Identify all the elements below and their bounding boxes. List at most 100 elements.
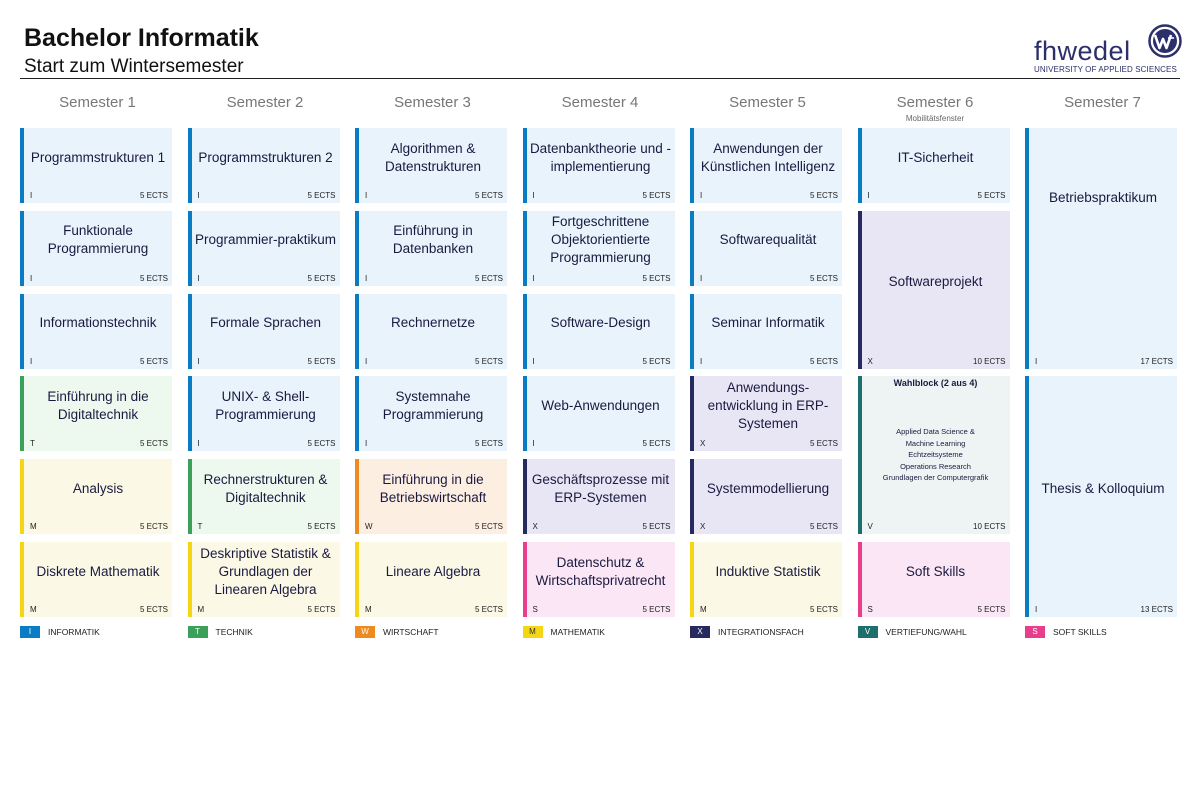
module-name: Informationstechnik [39, 315, 157, 331]
module-card: Wahlblock (2 aus 4) Applied Data Science … [857, 376, 1010, 535]
module-name: Softwareprojekt [888, 273, 983, 289]
module-category-code: I [532, 273, 535, 283]
module-ects: 5 ECTS [474, 605, 503, 614]
module-name: Rechnernetze [390, 315, 476, 331]
module-category-code: T [30, 439, 35, 449]
elective-item: Echtzeitsysteme [908, 450, 963, 460]
module-ects: 5 ECTS [307, 273, 336, 283]
legend-swatch: W [355, 626, 375, 638]
page-title: Bachelor Informatik [24, 24, 259, 52]
module-category-code: M [30, 522, 37, 532]
module-name: Rechnerstrukturen & Digitaltechnik [203, 471, 328, 505]
module-ects: 5 ECTS [809, 273, 838, 283]
module-category-code: I [867, 191, 870, 200]
module-ects: 5 ECTS [474, 356, 503, 366]
module-name: Systemmodellierung [706, 480, 830, 496]
elective-block-title: Wahlblock (2 aus 4) [893, 378, 978, 389]
module-category-code: X [700, 439, 706, 449]
module-name: Funktionale Programmierung [47, 223, 149, 257]
module-name: Geschäftsprozesse mit ERP-Systemen [531, 471, 670, 505]
semester-header: Semester 2 [226, 94, 304, 111]
module-name: Anwendungs-entwicklung in ERP-Systemen [707, 379, 829, 431]
module-category-code: X [700, 522, 706, 532]
semester-header: Semester 6 [896, 94, 974, 111]
header-divider [20, 78, 1180, 79]
module-category-code: X [867, 356, 873, 366]
module-ects: 5 ECTS [809, 439, 838, 449]
module-category-code: S [867, 605, 873, 614]
module-category-code: I [30, 356, 33, 366]
legend-label: INTEGRATIONSFACH [718, 627, 804, 637]
module-category-code: I [365, 356, 368, 366]
module-category-code: W [365, 522, 373, 532]
module-ects: 10 ECTS [973, 356, 1006, 366]
semester-header: Semester 7 [1064, 94, 1141, 111]
module-category-code: I [365, 273, 368, 283]
legend-label: TECHNIK [215, 627, 253, 637]
module-category-code: I [700, 191, 703, 200]
module-category-code: I [532, 356, 535, 366]
module-ects: 5 ECTS [642, 605, 671, 614]
module-name: Formale Sprachen [209, 315, 322, 331]
module-category-code: M [197, 605, 205, 614]
module-name: Induktive Statistik [715, 563, 821, 579]
module-category-code: I [1035, 356, 1038, 366]
module-category-code: I [197, 273, 200, 283]
university-logo: fhwedel UNIVERSITY OF APPLIED SCIENCES [1034, 24, 1182, 78]
module-category-code: I [197, 191, 200, 200]
module-category-code: I [1035, 604, 1038, 614]
module-name: Web-Anwendungen [541, 397, 660, 413]
module-category-code: S [532, 605, 538, 614]
module-name: Betriebspraktikum [1048, 189, 1158, 205]
legend-swatch: T [187, 626, 208, 638]
semester-header: Semester 4 [561, 94, 639, 111]
module-card: Fortgeschrittene Objektorientierte Progr… [522, 210, 675, 286]
module-name: Einführung in die Digitaltechnik [47, 388, 149, 422]
module-ects: 5 ECTS [307, 356, 336, 366]
module-name: Soft Skills [905, 563, 966, 579]
module-ects: 5 ECTS [307, 522, 336, 532]
module-category-code: I [30, 191, 33, 200]
module-category-code: I [532, 439, 535, 449]
legend-label: WIRTSCHAFT [383, 627, 439, 637]
module-ects: 5 ECTS [139, 356, 168, 366]
module-name: Fortgeschrittene Objektorientierte Progr… [550, 214, 651, 266]
logo-wordmark: fhwedel [1034, 36, 1131, 66]
legend-label: INFORMATIK [48, 627, 100, 637]
module-ects: 13 ECTS [1140, 604, 1173, 614]
module-ects: 17 ECTS [1140, 356, 1173, 366]
elective-item: Grundlagen der Computergrafik [882, 473, 989, 483]
module-ects: 5 ECTS [809, 191, 838, 200]
module-category-code: I [30, 273, 33, 283]
module-category-code: I [197, 356, 200, 366]
module-name: Seminar Informatik [711, 315, 825, 331]
logo-emblem-icon [1148, 24, 1182, 58]
module-name: Datenschutz & Wirtschaftsprivatrecht [535, 554, 666, 588]
module-ects: 5 ECTS [474, 273, 503, 283]
semester-note: Mobilitätsfenster [905, 114, 965, 123]
module-ects: 5 ECTS [642, 522, 671, 532]
module-name: IT-Sicherheit [897, 149, 974, 165]
module-category-code: M [700, 605, 707, 614]
module-name: Analysis [72, 480, 124, 496]
module-ects: 5 ECTS [307, 191, 336, 200]
module-category-code: X [532, 522, 538, 532]
module-category-code: M [30, 605, 37, 614]
